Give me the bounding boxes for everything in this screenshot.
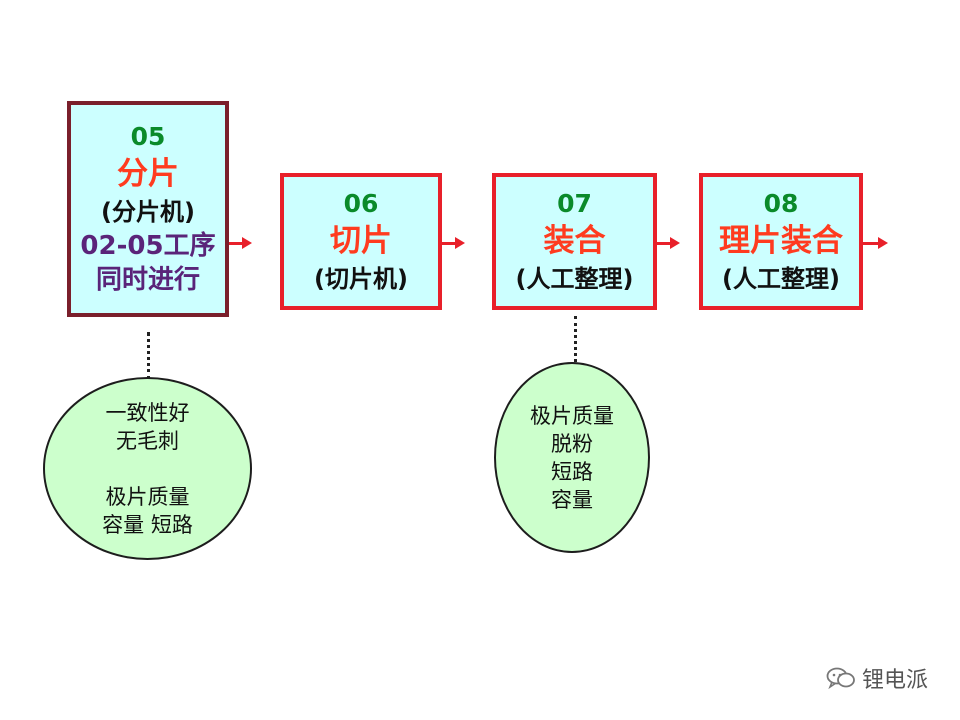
connector-05-dotted xyxy=(147,332,150,380)
step-06-title: 切片 xyxy=(330,222,392,259)
watermark: 锂电派 xyxy=(826,662,928,694)
arrow-06-07-line xyxy=(442,242,456,245)
step-06-box: 06 切片 (切片机) xyxy=(280,173,442,310)
connector-07-dotted xyxy=(574,316,577,362)
step-05-oval-line: 容量 短路 xyxy=(102,512,193,537)
step-05-machine: (分片机) xyxy=(101,198,195,226)
step-05-note-line1: 02-05工序 xyxy=(80,231,216,261)
step-05-oval-line: 极片质量 xyxy=(105,484,190,509)
arrow-08-out-head xyxy=(878,237,888,249)
step-07-oval-line: 极片质量 xyxy=(530,403,614,428)
step-07-machine: (人工整理) xyxy=(515,264,634,293)
step-07-oval-line: 短路 xyxy=(551,459,593,484)
step-05-number: 05 xyxy=(130,122,166,151)
arrow-08-out-line xyxy=(863,242,879,245)
step-08-machine: (人工整理) xyxy=(722,264,840,293)
step-05-title: 分片 xyxy=(117,156,179,192)
step-05-oval-line: 一致性好 xyxy=(105,400,190,425)
step-08-number: 08 xyxy=(763,188,799,218)
step-07-box: 07 装合 (人工整理) xyxy=(492,173,657,310)
step-06-machine: (切片机) xyxy=(314,264,408,293)
watermark-text: 锂电派 xyxy=(862,668,929,693)
step-05-oval-line: 无毛刺 xyxy=(116,428,179,453)
step-08-title: 理片装合 xyxy=(719,222,843,259)
step-07-quality-oval: 极片质量 脱粉 短路 容量 xyxy=(494,362,650,553)
step-07-oval-line: 容量 xyxy=(551,487,593,512)
step-07-number: 07 xyxy=(557,188,592,218)
arrow-05-06-head xyxy=(242,237,252,249)
step-05-box: 05 分片 (分片机) 02-05工序 同时进行 xyxy=(67,101,229,317)
step-05-quality-oval: 一致性好 无毛刺 极片质量 容量 短路 xyxy=(43,377,252,560)
arrow-07-08-head xyxy=(670,237,680,249)
arrow-06-07-head xyxy=(455,237,465,249)
arrow-07-08-line xyxy=(657,242,671,245)
step-08-box: 08 理片装合 (人工整理) xyxy=(699,173,863,310)
arrow-05-06-line xyxy=(229,242,243,245)
step-07-oval-line: 脱粉 xyxy=(551,431,593,456)
wechat-icon xyxy=(826,667,855,690)
step-06-number: 06 xyxy=(343,188,379,218)
step-07-title: 装合 xyxy=(543,222,606,259)
step-05-note-line2: 同时进行 xyxy=(95,265,200,295)
